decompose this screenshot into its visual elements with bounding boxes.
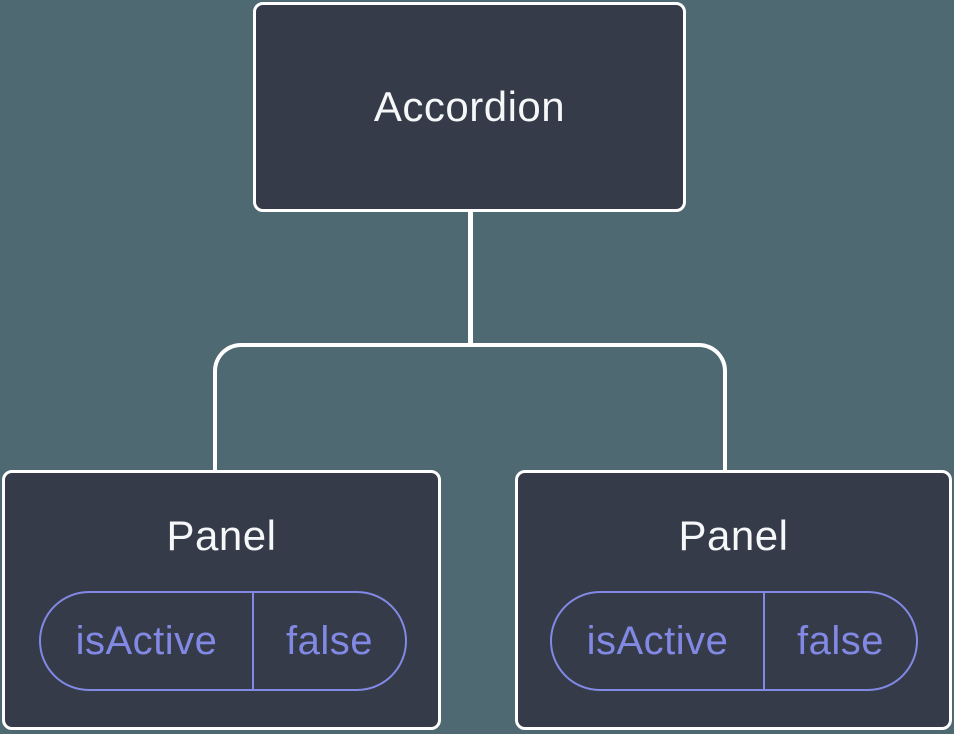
node-accordion: Accordion: [253, 2, 686, 212]
node-panel-1: Panel isActive false: [2, 470, 441, 730]
state-pill: isActive false: [39, 591, 407, 691]
connector-branch-bracket: [213, 343, 727, 470]
prop-name-label: isActive: [75, 618, 218, 663]
panel-label: Panel: [166, 512, 277, 559]
panel-label: Panel: [678, 512, 789, 559]
state-pill: isActive false: [550, 591, 918, 691]
accordion-label: Accordion: [373, 83, 566, 130]
prop-value-label: false: [763, 593, 916, 689]
node-panel-2: Panel isActive false: [515, 470, 952, 730]
prop-value-label: false: [252, 593, 405, 689]
prop-name-label: isActive: [586, 618, 729, 663]
connector-stem: [468, 212, 473, 347]
